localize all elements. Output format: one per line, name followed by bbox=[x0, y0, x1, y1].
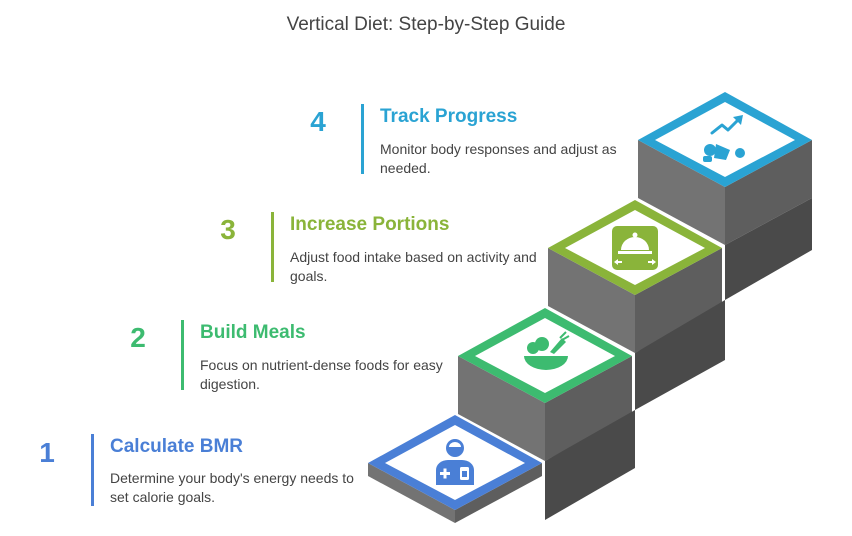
step-4-description: Monitor body responses and adjust as nee… bbox=[380, 141, 617, 176]
progress-chart-icon bbox=[703, 115, 745, 162]
step-3-description: Adjust food intake based on activity and… bbox=[290, 249, 537, 284]
step-2-description: Focus on nutrient-dense foods for easy d… bbox=[200, 357, 443, 392]
step-4-title: Track Progress bbox=[380, 106, 518, 127]
step-2-title: Build Meals bbox=[200, 322, 306, 343]
step-3-divider bbox=[271, 212, 274, 282]
step-3-title: Increase Portions bbox=[290, 214, 450, 235]
step-1-divider bbox=[91, 434, 94, 506]
step-4-number: 4 bbox=[310, 106, 326, 137]
step-1-title: Calculate BMR bbox=[110, 436, 244, 457]
serving-cloche-icon bbox=[612, 226, 658, 270]
diagram-title: Vertical Diet: Step-by-Step Guide bbox=[286, 14, 566, 35]
salad-bowl-icon bbox=[524, 331, 570, 370]
step-1-description: Determine your body's energy needs to se… bbox=[110, 470, 354, 505]
doctor-icon bbox=[436, 439, 474, 485]
step-4-divider bbox=[361, 104, 364, 174]
step-2-number: 2 bbox=[130, 322, 146, 353]
step-4-platform bbox=[638, 92, 812, 187]
step-1-number: 1 bbox=[39, 437, 55, 468]
stair-body bbox=[368, 140, 812, 523]
step-3-number: 3 bbox=[220, 214, 236, 245]
step-2-divider bbox=[181, 320, 184, 390]
step-2-platform bbox=[458, 308, 632, 403]
